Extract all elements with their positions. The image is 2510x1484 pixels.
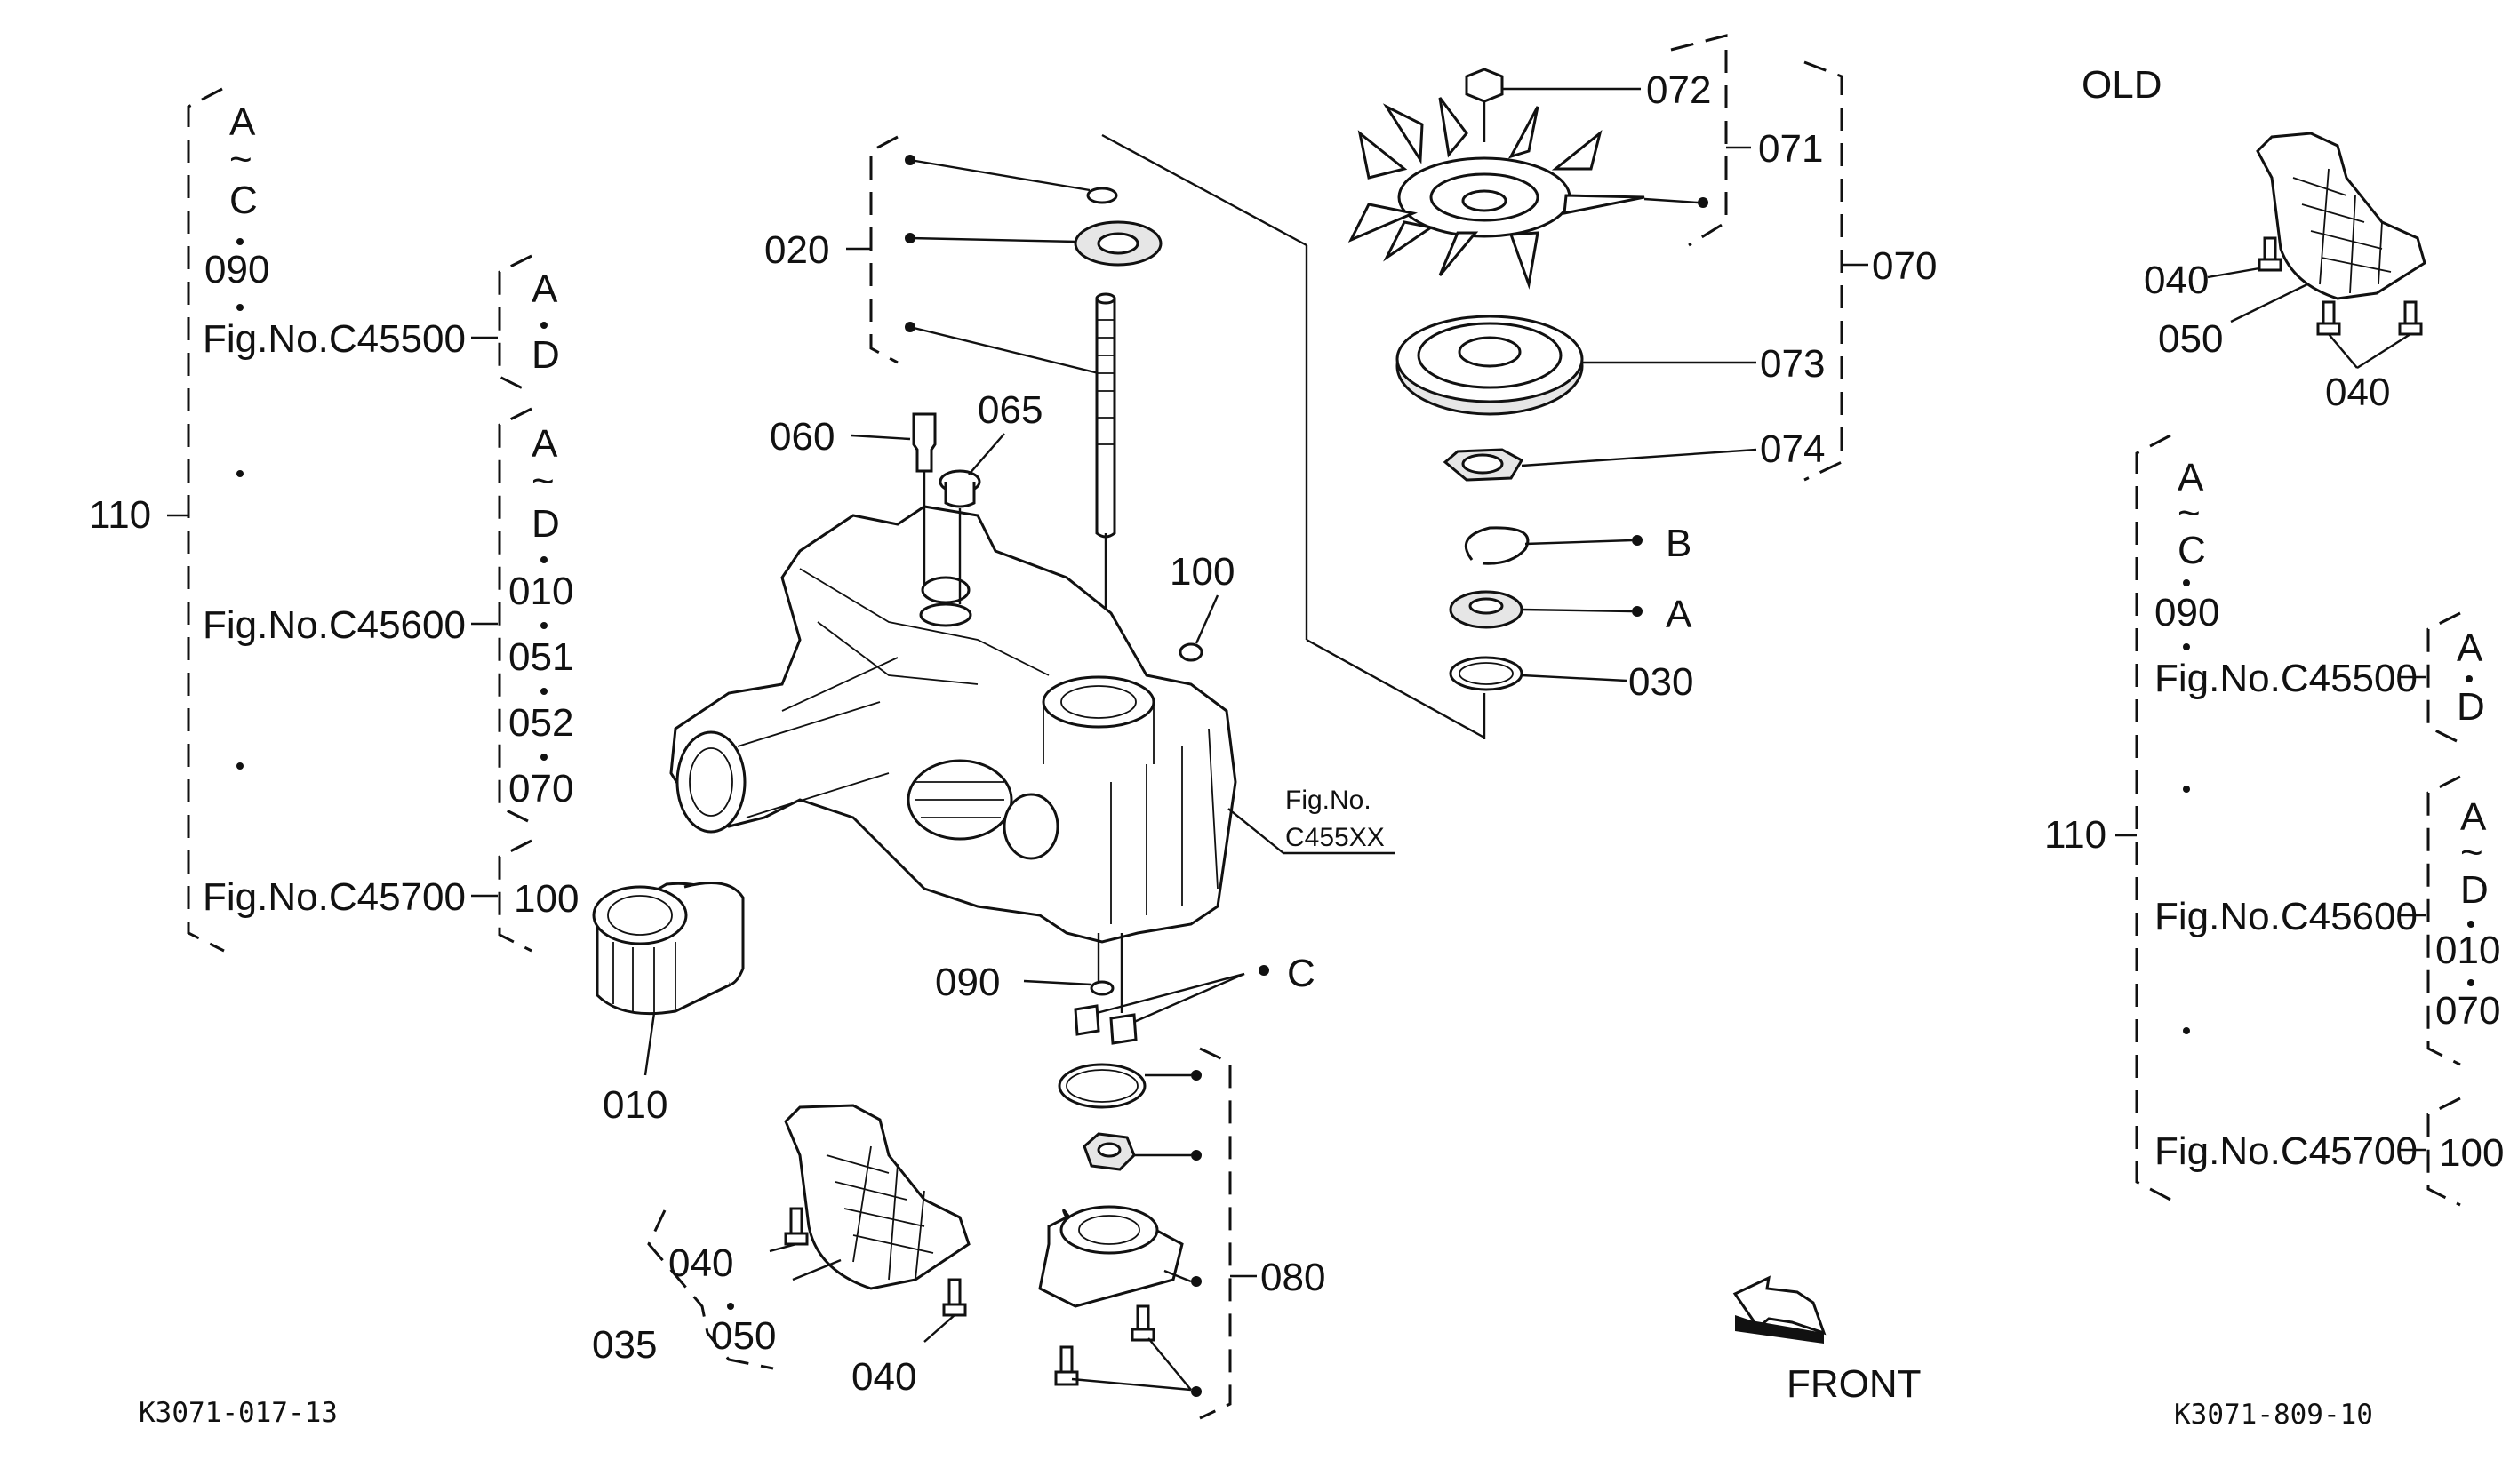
cooling-fan-071 bbox=[1347, 97, 1708, 290]
input-shaft-group: 020 bbox=[764, 133, 1485, 739]
old-tree-fig-c45500: Fig.No.C45500 bbox=[2154, 657, 2418, 700]
tree-fig-c45600: Fig.No.C45600 bbox=[203, 603, 466, 647]
old-tree-c45700-100: 100 bbox=[2439, 1131, 2504, 1175]
tree-fig-c45700: Fig.No.C45700 bbox=[203, 875, 466, 919]
old-label-110: 110 bbox=[2044, 813, 2106, 857]
tree-c45600-tilde: ~ bbox=[532, 459, 555, 503]
fig-ref-line2: C455XX bbox=[1285, 823, 1385, 852]
filter-base-080: 080 bbox=[1038, 1047, 1325, 1420]
old-tree-tilde: ~ bbox=[2178, 491, 2201, 535]
nut-072 bbox=[1465, 68, 1504, 103]
check-valves: 090 C bbox=[935, 952, 1315, 1045]
old-panel: OLD 040 050 040 110 A ~ C 090 Fig.No.C45… bbox=[2044, 63, 2504, 1207]
old-tree-c45600-070: 070 bbox=[2435, 989, 2500, 1033]
old-bracket-050 bbox=[2256, 132, 2426, 336]
label-080: 080 bbox=[1260, 1256, 1325, 1299]
old-tree-c: C bbox=[2178, 529, 2206, 572]
fitting-060: 060 bbox=[770, 412, 937, 586]
tree-c45600-051: 051 bbox=[508, 635, 573, 679]
label-074: 074 bbox=[1760, 427, 1825, 471]
old-tree-c45500-d: D bbox=[2457, 685, 2485, 729]
plug-065: 065 bbox=[939, 388, 1043, 604]
label-ref-a: A bbox=[1666, 593, 1692, 636]
label-040-left: 040 bbox=[668, 1241, 733, 1285]
snap-ring bbox=[1464, 526, 1530, 565]
tree-c45600-070: 070 bbox=[508, 767, 573, 810]
old-tree-a: A bbox=[2178, 456, 2204, 499]
tree-c45600-a: A bbox=[532, 422, 558, 466]
old-label-050: 050 bbox=[2158, 317, 2223, 361]
label-060: 060 bbox=[770, 415, 835, 459]
drawing-code-right: K3071-809-10 bbox=[2174, 1399, 2373, 1431]
label-ref-c: C bbox=[1287, 952, 1315, 995]
hub-074 bbox=[1443, 448, 1757, 482]
tree-tilde: ~ bbox=[229, 138, 252, 181]
fig-ref-line1: Fig.No. bbox=[1285, 786, 1371, 815]
tree-a: A bbox=[229, 100, 256, 144]
tree-c: C bbox=[229, 179, 258, 222]
label-035: 035 bbox=[592, 1323, 657, 1367]
label-ref-b: B bbox=[1666, 522, 1691, 565]
label-065: 065 bbox=[978, 388, 1043, 432]
tree-c45600-052: 052 bbox=[508, 701, 573, 745]
old-tree-c45500-a: A bbox=[2457, 626, 2483, 670]
tree-fig-c45500: Fig.No.C45500 bbox=[203, 317, 466, 361]
transaxle-housing: Fig.No. C455XX bbox=[669, 505, 1395, 1013]
old-label-040b: 040 bbox=[2325, 371, 2390, 414]
part-090 bbox=[1090, 980, 1115, 996]
label-090: 090 bbox=[935, 961, 1000, 1004]
pulley-073 bbox=[1395, 315, 1756, 416]
o-ring-100: 100 bbox=[1170, 550, 1235, 662]
tree-c45500-a: A bbox=[532, 267, 558, 311]
old-tree-c45600-d: D bbox=[2460, 868, 2489, 912]
fan-pulley-group: 072 071 bbox=[1347, 34, 1937, 739]
old-title: OLD bbox=[2082, 63, 2162, 107]
bracket-group-035: 040 050 035 040 bbox=[592, 1104, 971, 1399]
old-tree-c45600-010: 010 bbox=[2435, 929, 2500, 972]
label-070: 070 bbox=[1872, 244, 1937, 288]
label-020: 020 bbox=[764, 228, 829, 272]
old-label-040a: 040 bbox=[2144, 259, 2209, 302]
o-ring-large bbox=[1058, 1063, 1147, 1109]
old-tree-fig-c45600: Fig.No.C45600 bbox=[2154, 895, 2418, 938]
label-072: 072 bbox=[1646, 68, 1711, 112]
tree-c45600-010: 010 bbox=[508, 570, 573, 613]
label-110: 110 bbox=[89, 493, 151, 537]
left-assembly-tree: 110 A ~ C 090 Fig.No.C45500 A D Fig.No.C… bbox=[89, 87, 579, 953]
o-ring bbox=[1086, 187, 1118, 204]
bracket-050 bbox=[784, 1104, 971, 1290]
label-050: 050 bbox=[711, 1314, 776, 1358]
tree-c45600-d: D bbox=[532, 502, 560, 546]
old-tree-090: 090 bbox=[2154, 591, 2219, 634]
oil-filter-010: 010 bbox=[592, 882, 745, 1127]
old-tree-c45600-a: A bbox=[2460, 795, 2487, 839]
front-indicator: FRONT bbox=[1732, 1275, 1922, 1406]
label-010: 010 bbox=[603, 1083, 667, 1127]
label-071: 071 bbox=[1758, 127, 1823, 171]
label-040-right: 040 bbox=[851, 1355, 916, 1399]
old-tree-fig-c45700: Fig.No.C45700 bbox=[2154, 1129, 2418, 1173]
tree-090: 090 bbox=[204, 248, 269, 291]
tree-c45700-100: 100 bbox=[514, 877, 579, 921]
drawing-code-left: K3071-017-13 bbox=[139, 1397, 338, 1429]
label-030: 030 bbox=[1628, 660, 1693, 704]
tree-c45500-d: D bbox=[532, 333, 560, 377]
label-100: 100 bbox=[1170, 550, 1235, 594]
old-tree-c45600-tilde: ~ bbox=[2460, 831, 2483, 874]
label-073: 073 bbox=[1760, 342, 1825, 386]
front-label: FRONT bbox=[1787, 1362, 1922, 1406]
bracket-110 bbox=[187, 87, 225, 953]
